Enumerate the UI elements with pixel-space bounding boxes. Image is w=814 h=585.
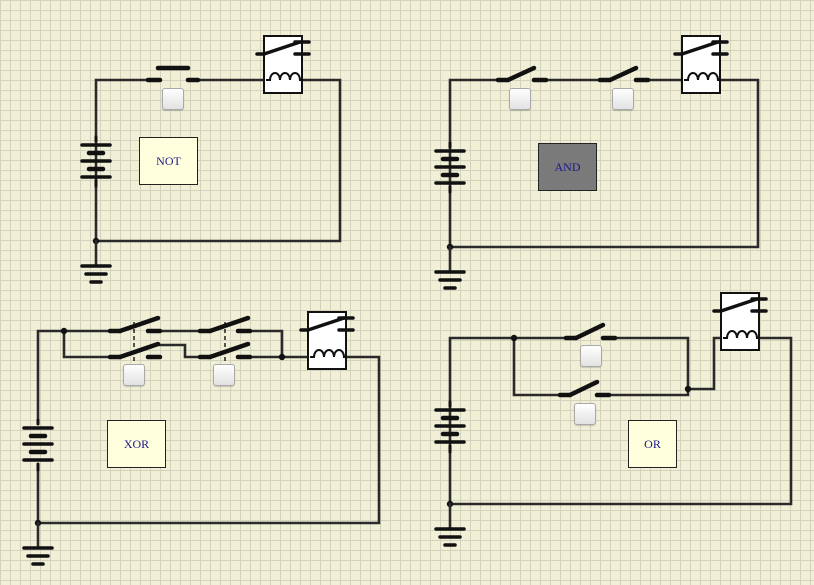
junction-dot bbox=[60, 327, 68, 335]
switch-icon bbox=[597, 65, 651, 83]
junction-dot bbox=[684, 385, 692, 393]
switch-icon bbox=[145, 65, 201, 83]
switch-icon bbox=[557, 379, 612, 398]
ground-icon bbox=[434, 245, 466, 290]
junction-dot bbox=[510, 334, 518, 342]
wires-xor bbox=[36, 329, 381, 525]
not-switch-toggle-button[interactable] bbox=[162, 88, 184, 110]
battery-icon bbox=[434, 141, 466, 194]
or-switch-2-toggle-button[interactable] bbox=[574, 403, 596, 425]
and-switch-1-toggle-button[interactable] bbox=[509, 88, 531, 110]
ground-icon bbox=[434, 502, 466, 547]
switch-icon bbox=[197, 315, 253, 372]
ground-icon bbox=[22, 521, 54, 566]
xor-switch-1-toggle-button[interactable] bbox=[123, 364, 145, 386]
battery-icon bbox=[22, 418, 54, 472]
gate-label-xor: XOR bbox=[107, 420, 166, 468]
circuit-xor bbox=[22, 311, 381, 566]
or-switch-1-toggle-button[interactable] bbox=[580, 345, 602, 367]
switch-icon bbox=[495, 65, 549, 83]
ground-icon bbox=[80, 239, 112, 284]
wires-or bbox=[448, 336, 793, 506]
relay-icon bbox=[712, 292, 768, 351]
junction-dot bbox=[278, 353, 286, 361]
gate-label-and: AND bbox=[538, 143, 597, 191]
circuit-and bbox=[434, 35, 760, 290]
and-switch-2-toggle-button[interactable] bbox=[612, 88, 634, 110]
battery-icon bbox=[80, 135, 112, 188]
circuit-not bbox=[80, 35, 342, 284]
xor-switch-2-toggle-button[interactable] bbox=[213, 364, 235, 386]
switch-icon bbox=[107, 315, 163, 372]
circuit-or bbox=[434, 292, 793, 547]
wires-and bbox=[448, 78, 760, 249]
relay-icon bbox=[255, 35, 311, 94]
gate-label-or: OR bbox=[628, 420, 677, 468]
relay-icon bbox=[299, 311, 355, 370]
relay-icon bbox=[673, 35, 729, 94]
gate-label-not: NOT bbox=[139, 137, 198, 185]
switch-icon bbox=[563, 322, 618, 341]
battery-icon bbox=[434, 400, 466, 454]
wires-not bbox=[94, 78, 342, 243]
